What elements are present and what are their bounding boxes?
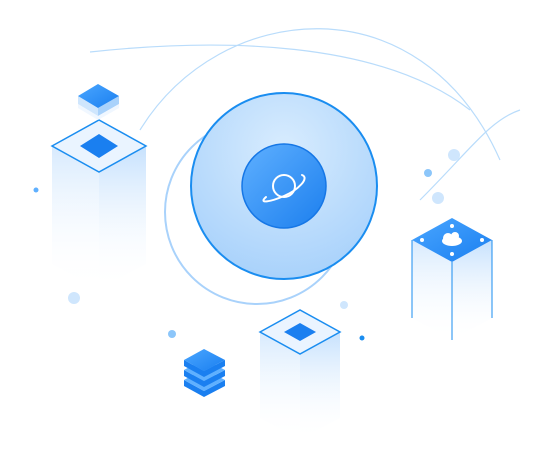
planet-badge (241, 143, 327, 229)
dot (168, 330, 176, 338)
floating-cube (78, 84, 119, 120)
dot (424, 169, 432, 177)
server-pillar-center (258, 309, 342, 440)
dot (340, 301, 348, 309)
orbit-arc-3 (419, 109, 521, 201)
dot (432, 192, 444, 204)
planet-icon (262, 174, 306, 203)
decor-dots (68, 149, 460, 338)
orbit-arc-2 (139, 28, 501, 161)
orbit-arc-1 (89, 44, 471, 111)
cloud-icon (442, 232, 462, 246)
database-stack (184, 349, 225, 397)
cloud-server-pillar (411, 218, 493, 340)
signal-lines (33, 187, 365, 390)
dot (448, 149, 460, 161)
dot (68, 292, 80, 304)
orbit-lines (89, 28, 521, 201)
central-orbit (164, 92, 378, 305)
server-pillar-left (50, 119, 148, 290)
